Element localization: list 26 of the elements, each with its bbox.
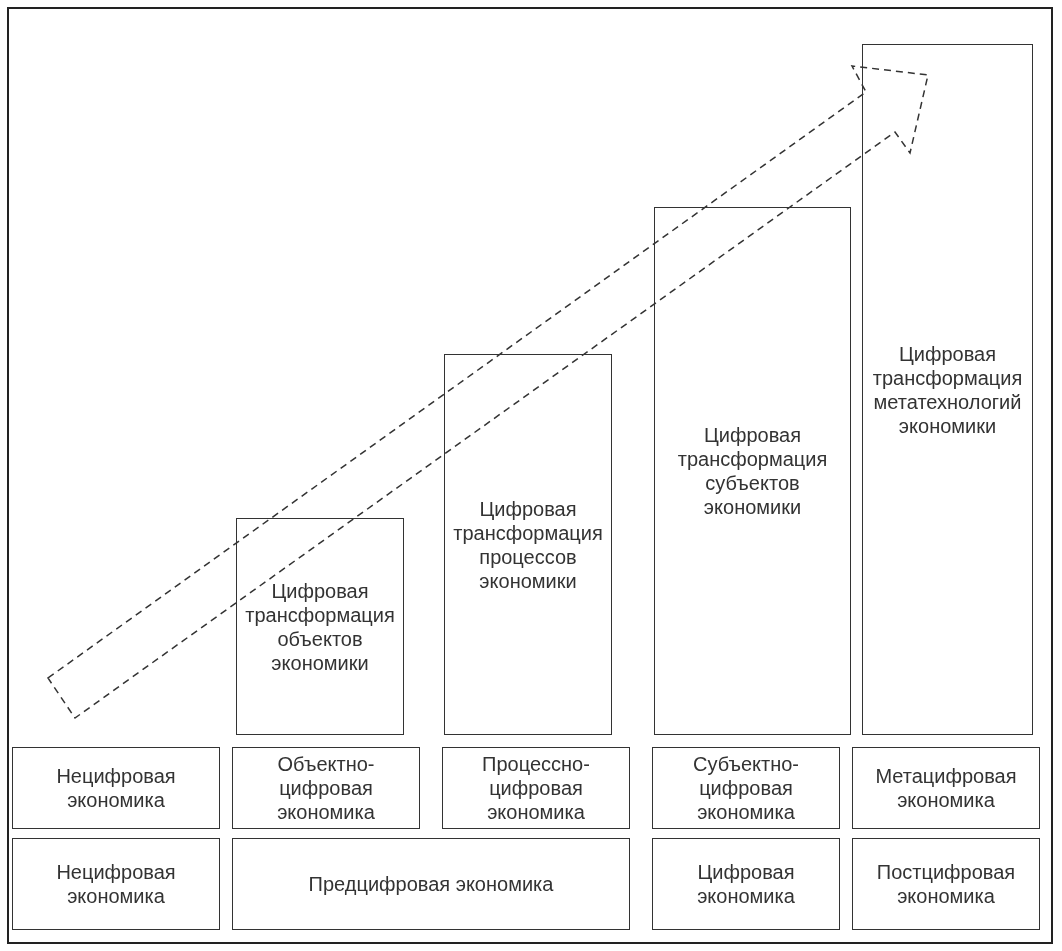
stage-bar xyxy=(654,207,851,735)
stage-label: Предцифровая экономика xyxy=(307,872,555,896)
stage-box xyxy=(442,747,630,829)
stage-label: Цифровая трансформация метатехнологий экономики xyxy=(871,341,1024,438)
stage-box xyxy=(232,838,630,930)
stage-label: Метацифровая экономика xyxy=(874,764,1018,812)
stage-box xyxy=(232,747,420,829)
stage-label: Цифровая трансформация субъектов экономики xyxy=(676,423,829,519)
stage-bar xyxy=(236,518,404,735)
stage-label: Постцифровая экономика xyxy=(875,860,1017,908)
stage-box xyxy=(852,838,1040,930)
stage-label: Процессно-цифровая экономика xyxy=(481,752,591,824)
stage-box xyxy=(652,838,840,930)
stage-label: Цифровая трансформация объектов экономики xyxy=(244,578,396,675)
stage-bar xyxy=(862,44,1033,735)
stage-box xyxy=(12,747,220,829)
stage-label: Нецифровая экономика xyxy=(55,764,177,812)
stage-box xyxy=(652,747,840,829)
stage-label: Нецифровая экономика xyxy=(55,860,177,908)
stage-label: Цифровая экономика xyxy=(696,860,796,908)
stage-box xyxy=(852,747,1040,829)
stage-label: Субъектно-цифровая экономика xyxy=(691,752,800,824)
stage-bar xyxy=(444,354,612,735)
stage-box xyxy=(12,838,220,930)
stage-label: Цифровая трансформация процессов экономики xyxy=(452,496,604,593)
stage-label: Объектно-цифровая экономика xyxy=(276,752,376,824)
